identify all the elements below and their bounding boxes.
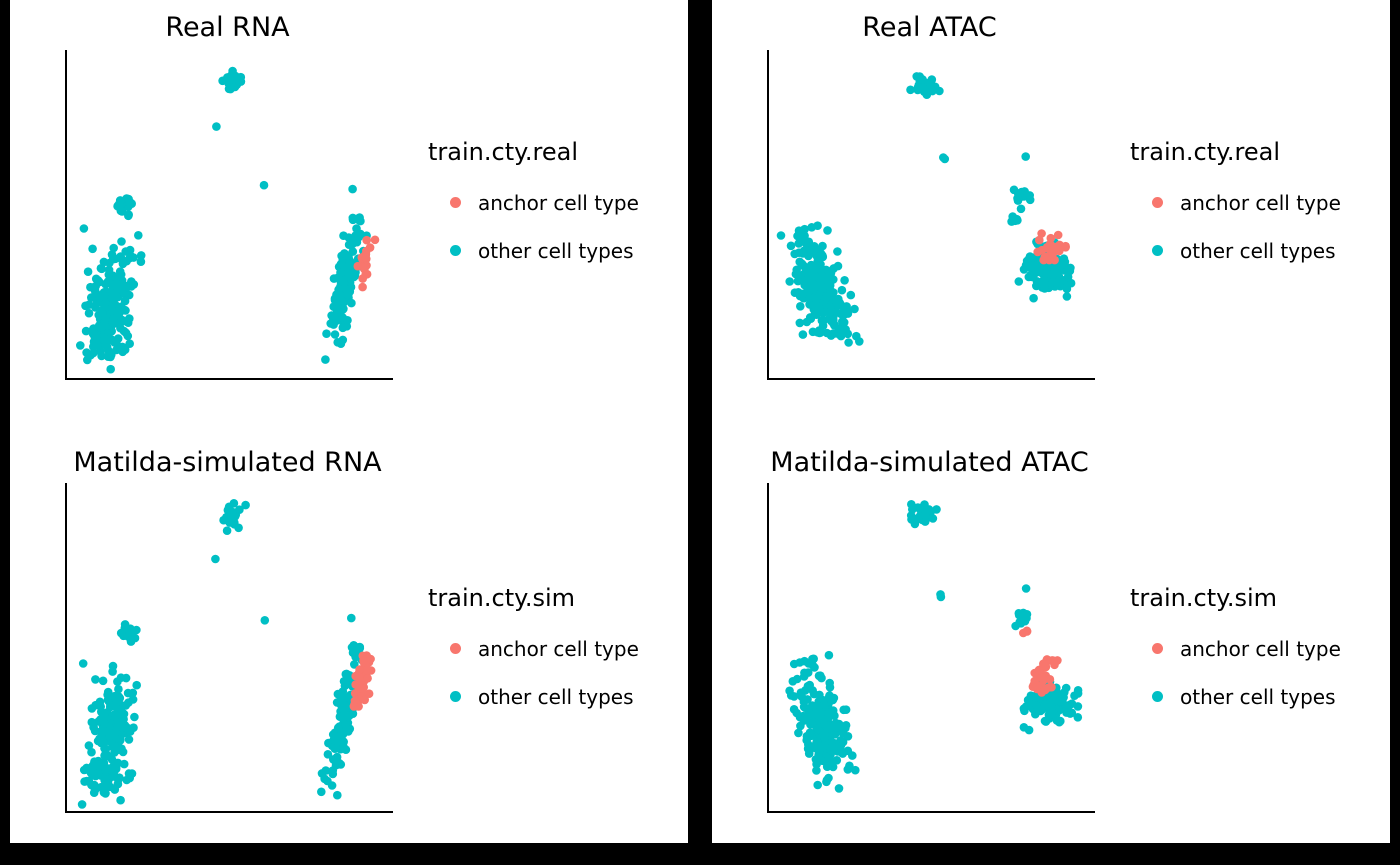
chart-title: Real ATAC	[862, 12, 997, 43]
legend: train.cty.sim anchor cell type other cel…	[1130, 584, 1390, 709]
legend-label: anchor cell type	[1180, 636, 1341, 661]
legend-item: other cell types	[428, 685, 688, 709]
other-dot-icon	[1152, 691, 1163, 703]
chart-title: Matilda-simulated ATAC	[770, 447, 1089, 478]
legend-title: train.cty.real	[428, 138, 578, 166]
scatter-svg	[77, 499, 376, 809]
anchor-dot-icon	[450, 197, 461, 209]
scatter-svg	[785, 500, 1083, 793]
scatter-svg	[76, 66, 380, 374]
chart-title: Matilda-simulated RNA	[73, 447, 382, 478]
legend-label: anchor cell type	[478, 636, 639, 661]
legend-item: other cell types	[1130, 239, 1390, 263]
panel-matilda-simulated-atac: Matilda-simulated ATAC train.cty.sim anc…	[712, 421, 1390, 845]
rna-column: Real RNA train.cty.real anchor cell type…	[10, 0, 688, 843]
anchor-dot-icon	[1152, 197, 1163, 209]
anchor-dot-icon	[1152, 643, 1163, 655]
panel-real-rna: Real RNA train.cty.real anchor cell type…	[10, 0, 688, 421]
scatter-svg	[776, 72, 1076, 347]
legend-item: anchor cell type	[428, 637, 688, 661]
other-dot-icon	[450, 245, 461, 257]
other-dot-icon	[450, 691, 461, 703]
legend: train.cty.real anchor cell type other ce…	[1130, 138, 1390, 263]
anchor-dot-icon	[450, 643, 461, 655]
legend-item: other cell types	[428, 239, 688, 263]
plot-area	[65, 483, 393, 813]
atac-column: Real ATAC train.cty.real anchor cell typ…	[712, 0, 1390, 843]
legend-item: anchor cell type	[1130, 191, 1390, 215]
legend-title: train.cty.sim	[428, 584, 576, 612]
panel-real-atac: Real ATAC train.cty.real anchor cell typ…	[712, 0, 1390, 421]
plot-area	[65, 50, 393, 380]
legend-item: anchor cell type	[428, 191, 688, 215]
legend: train.cty.sim anchor cell type other cel…	[428, 584, 688, 709]
legend-item: other cell types	[1130, 685, 1390, 709]
legend-title: train.cty.real	[1130, 138, 1280, 166]
legend-label: other cell types	[478, 684, 634, 709]
panel-matilda-simulated-rna: Matilda-simulated RNA train.cty.sim anch…	[10, 421, 688, 845]
legend-label: other cell types	[1180, 684, 1336, 709]
plot-area	[767, 50, 1095, 380]
legend-label: other cell types	[478, 238, 634, 263]
legend-item: anchor cell type	[1130, 637, 1390, 661]
legend-title: train.cty.sim	[1130, 584, 1278, 612]
legend: train.cty.real anchor cell type other ce…	[428, 138, 688, 263]
chart-title: Real RNA	[165, 12, 290, 43]
plot-area	[767, 483, 1095, 813]
other-dot-icon	[1152, 245, 1163, 257]
legend-label: other cell types	[1180, 238, 1336, 263]
legend-label: anchor cell type	[1180, 190, 1341, 215]
legend-label: anchor cell type	[478, 190, 639, 215]
